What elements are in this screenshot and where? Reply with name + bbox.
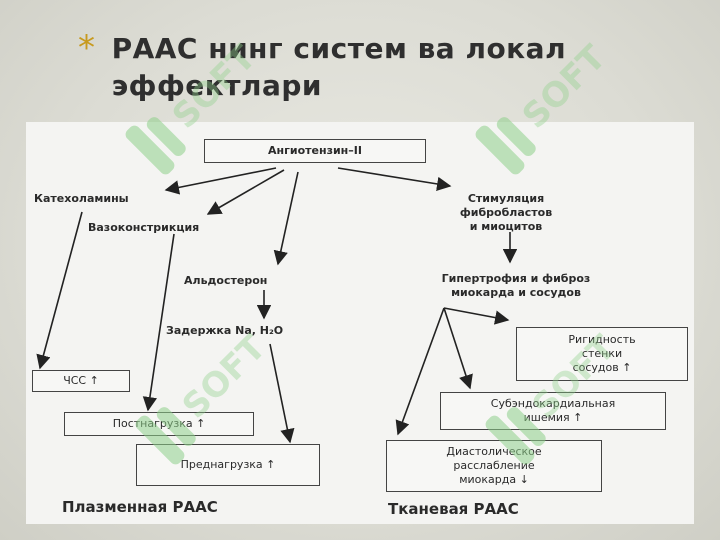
node-vasoconstriction: Вазоконстрикция [88, 221, 200, 234]
title-bullet: * [78, 28, 95, 68]
node-hypertrophy: Гипертрофия и фиброз миокарда и сосудов [441, 272, 591, 299]
node-heart-rate: ЧСС ↑ [32, 370, 130, 392]
node-aldosterone: Альдостерон [184, 274, 268, 287]
arrow-top-to-katex [164, 167, 277, 195]
arrow-zader-to-pred [269, 343, 295, 444]
node-diastolic-relaxation: Диастолическое расслабление миокарда ↓ [386, 440, 602, 492]
arrow-layer [36, 167, 518, 444]
arrow-giper-to-subendo [443, 307, 473, 390]
arrow-top-to-vaso [206, 169, 285, 215]
arrow-top-to-aldo [273, 171, 299, 266]
node-preload: Преднагрузка ↑ [136, 444, 320, 486]
node-stimulation: Стимуляция фибробластов и миоцитов [459, 192, 553, 233]
node-na-h2o-retention: Задержка Na, H₂O [166, 324, 284, 337]
node-afterload: Постнагрузка ↑ [64, 412, 254, 436]
arrow-top-to-stim [337, 167, 452, 192]
arrow-vaso-to-post [142, 233, 175, 412]
label-tissue-raas: Тканевая РААС [388, 500, 519, 518]
arrow-katex-to-chss [36, 211, 83, 370]
slide-title: * РААС нинг систем ва локал эффектлари [78, 30, 678, 104]
arrow-giper-to-rigid [443, 307, 510, 325]
node-katecholamines: Катехоламины [34, 192, 129, 205]
raas-diagram: Ангиотензин–II Катехоламины Вазоконстрик… [26, 122, 694, 524]
arrow-giper-to-diast [395, 307, 445, 436]
node-subendocardial-ischemia: Субэндокардиальная ишемия ↑ [440, 392, 666, 430]
node-angiotensin: Ангиотензин–II [204, 139, 426, 163]
page-title: РААС нинг систем ва локал эффектлари [111, 32, 567, 102]
node-vessel-rigidity: Ригидность стенки сосудов ↑ [516, 327, 688, 381]
label-plasma-raas: Плазменная РААС [62, 498, 218, 516]
